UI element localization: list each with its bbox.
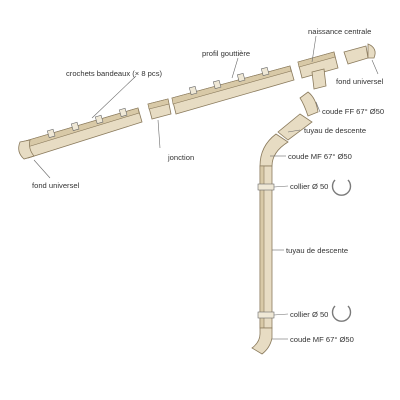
hook-left-4: [118, 107, 128, 118]
end-cap-right: [343, 43, 376, 65]
angled-downpipe: [277, 113, 313, 141]
hook-right-4: [260, 66, 270, 77]
label-naissance-centrale: naissance centrale: [308, 27, 371, 36]
label-fond-universel-left: fond universel: [32, 181, 80, 190]
downpipe-assembly: [251, 91, 319, 355]
label-tuyau-de-descente-upper: tuyau de descente: [304, 126, 366, 135]
label-coude-mf-upper: coude MF 67° Ø50: [288, 152, 352, 161]
label-fond-universel-right: fond universel: [336, 77, 384, 86]
label-coude-mf-lower: coude MF 67° Ø50: [290, 335, 354, 344]
collar-icon-upper: [331, 179, 352, 196]
label-profil-gouttiere: profil gouttière: [202, 49, 250, 58]
hook-left-1: [46, 128, 56, 139]
gutter-section-right: [171, 65, 295, 115]
clamp-lower-on-pipe: [257, 311, 275, 319]
gutter-section-left: [21, 107, 143, 159]
elbow-ff: [299, 91, 319, 117]
end-cap-left: [18, 139, 35, 160]
collar-icon-lower: [331, 305, 352, 322]
central-outlet: [297, 51, 339, 90]
label-collier-lower: collier Ø 50: [290, 310, 328, 319]
label-crochets-bandeaux: crochets bandeaux (× 8 pcs): [66, 69, 163, 78]
elbow-mf-upper: [259, 133, 289, 167]
hook-left-2: [70, 121, 80, 132]
hook-right-3: [236, 72, 246, 83]
elbow-mf-lower: [251, 327, 273, 355]
label-collier-upper: collier Ø 50: [290, 182, 328, 191]
leader-lines: [33, 35, 379, 340]
label-tuyau-de-descente-lower: tuyau de descente: [286, 246, 348, 255]
hook-right-1: [188, 85, 198, 96]
junction-piece: [147, 98, 172, 120]
label-jonction: jonction: [167, 153, 194, 162]
clamp-upper-on-pipe: [257, 183, 275, 191]
label-coude-ff: coude FF 67° Ø50: [322, 107, 384, 116]
hook-right-2: [212, 79, 222, 90]
hook-left-3: [94, 114, 104, 125]
